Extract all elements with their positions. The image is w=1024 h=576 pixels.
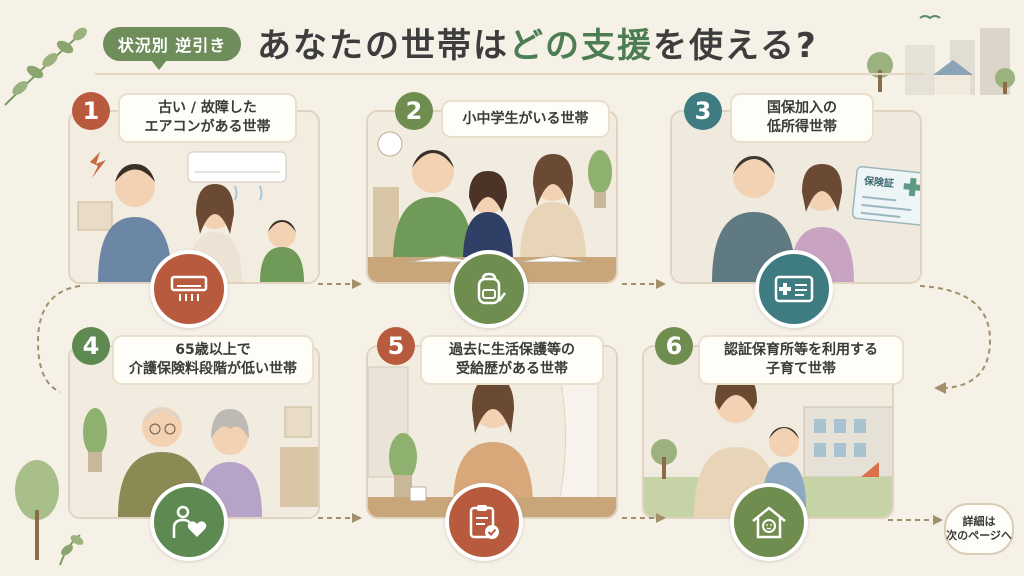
insurance-card-icon <box>774 275 814 303</box>
title-suffix: を使える? <box>653 26 818 66</box>
card-2-label: 小中学生がいる世帯 <box>441 100 610 138</box>
page-title: あなたの世帯はどの支援を使える? <box>257 18 818 67</box>
card-3: 保険証 <box>670 110 922 284</box>
card-2-number: 2 <box>395 92 433 130</box>
title-prefix: あなたの世帯は <box>257 26 509 66</box>
school-backpack-icon <box>477 272 506 305</box>
title-highlight: どの支援 <box>509 26 653 66</box>
card-6-number: 6 <box>655 327 693 365</box>
card-5-icon-circle <box>445 483 523 561</box>
air-conditioner-icon <box>170 275 208 301</box>
card-1-icon-circle <box>150 250 228 328</box>
flow-arrow-3-to-wrap <box>920 285 992 394</box>
card-5-number: 5 <box>377 327 415 365</box>
home-child-icon <box>752 506 786 539</box>
flow-arrow-2-to-3 <box>622 279 666 289</box>
card-6-icon-circle <box>730 483 808 561</box>
insurance-card-text: 保険証 <box>862 174 894 190</box>
decorative-tree-bottom-left <box>15 460 84 566</box>
title-divider <box>95 73 925 75</box>
card-1-label: 古い / 故障したエアコンがある世帯 <box>118 93 297 143</box>
decorative-town-right <box>867 15 1015 95</box>
decorative-branch-left <box>4 27 87 106</box>
card-3-number: 3 <box>684 92 722 130</box>
card-1-number: 1 <box>72 92 110 130</box>
flow-arrow-1-to-2 <box>318 279 362 289</box>
card-5-label: 過去に生活保護等の受給歴がある世帯 <box>420 335 604 385</box>
card-4-number: 4 <box>72 327 110 365</box>
flow-arrow-wrap-to-4 <box>36 285 81 393</box>
flow-arrow-4-to-5 <box>318 513 362 523</box>
flow-arrow-5-to-6 <box>622 513 666 523</box>
clipboard-check-icon <box>469 505 499 539</box>
card-4-icon-circle <box>150 483 228 561</box>
category-badge: 状況別 逆引き <box>103 27 241 70</box>
card-2 <box>366 110 618 284</box>
care-person-heart-icon <box>172 505 207 538</box>
card-3-label: 国保加入の低所得世帯 <box>730 93 874 143</box>
card-6-label: 認証保育所等を利用する子育て世帯 <box>698 335 904 385</box>
card-2-icon-circle <box>450 250 528 328</box>
flow-arrow-6-to-next <box>888 515 943 525</box>
next-page-button[interactable]: 詳細は次のページへ <box>944 503 1014 555</box>
card-4-label: 65歳以上で介護保険料段階が低い世帯 <box>112 335 314 385</box>
card-3-icon-circle <box>755 250 833 328</box>
